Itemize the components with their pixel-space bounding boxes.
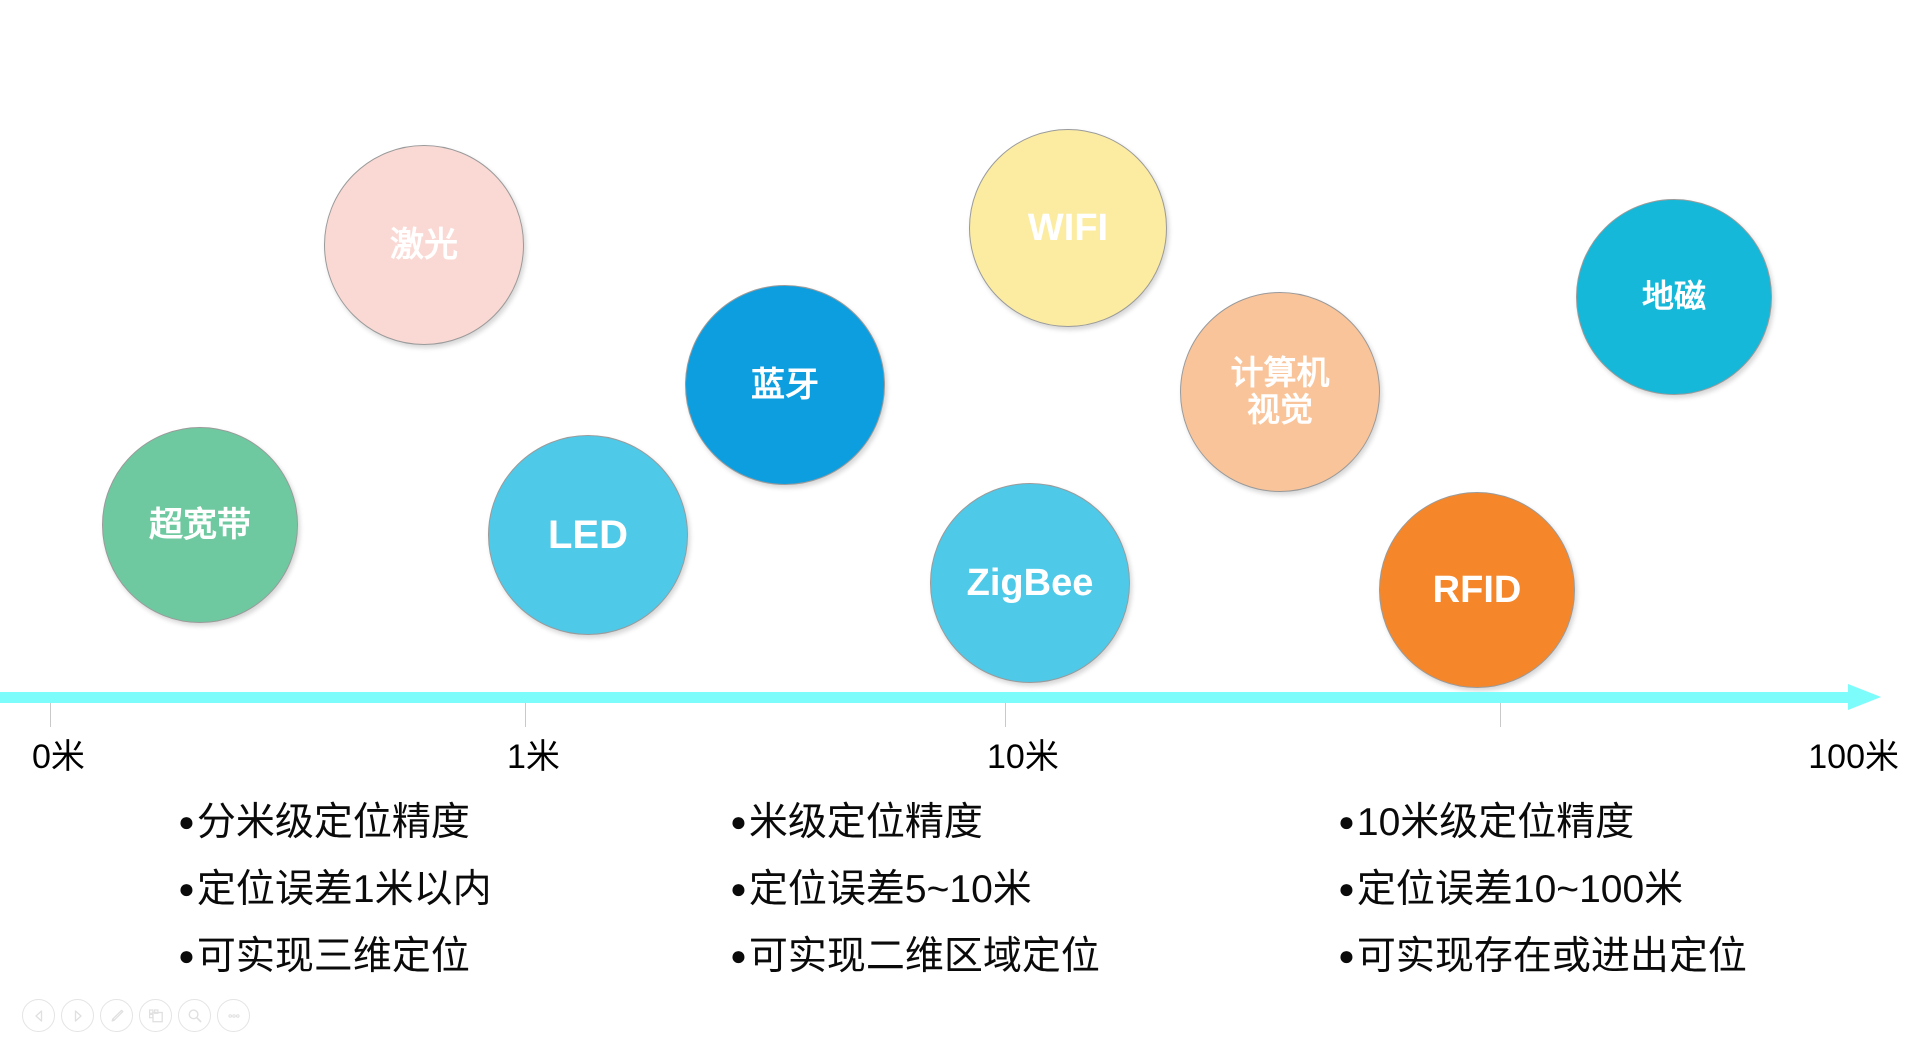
pen-icon: [108, 1007, 126, 1025]
bullet-column-col-tenmeter: ●10米级定位精度●定位误差10~100米●可实现存在或进出定位: [1338, 800, 1747, 1001]
bullet-item: ●定位误差5~10米: [730, 867, 1100, 913]
bullet-text: 定位误差10~100米: [1356, 868, 1684, 912]
bubble-cv[interactable]: 计算机 视觉: [1180, 292, 1380, 492]
axis-tick-label-1: 1米: [507, 738, 560, 776]
bullet-text: 可实现存在或进出定位: [1356, 935, 1747, 979]
toolbar-button-pen[interactable]: [100, 999, 133, 1032]
bullet-item: ●分米级定位精度: [178, 800, 492, 846]
bullet-dot-icon: ●: [730, 806, 747, 837]
bubble-geomag[interactable]: 地磁: [1576, 199, 1772, 395]
bullet-column-col-decimeter: ●分米级定位精度●定位误差1米以内●可实现三维定位: [178, 800, 492, 1001]
bullet-item: ●米级定位精度: [730, 800, 1100, 846]
bubble-rfid[interactable]: RFID: [1379, 492, 1575, 688]
bullet-item: ●10米级定位精度: [1338, 800, 1747, 846]
axis-tick-2: [1005, 703, 1006, 727]
triangle-right-icon: [70, 1008, 86, 1024]
bullet-dot-icon: ●: [178, 940, 195, 972]
triangle-left-icon: [31, 1008, 47, 1024]
bubble-label-cv: 计算机 视觉: [1230, 354, 1330, 428]
axis-tick-3: [1500, 703, 1501, 727]
bubble-label-wifi: WIFI: [1027, 206, 1109, 249]
bullet-dot-icon: ●: [1338, 940, 1355, 972]
bullet-item: ●可实现存在或进出定位: [1338, 934, 1747, 980]
axis-tick-1: [525, 703, 526, 727]
toolbar-button-zoom[interactable]: [178, 999, 211, 1032]
toolbar-button-more[interactable]: [217, 999, 250, 1032]
timeline-axis: [0, 684, 1913, 710]
bullet-text: 分米级定位精度: [196, 801, 470, 844]
bubble-bluetooth[interactable]: 蓝牙: [685, 285, 885, 485]
bubble-label-laser: 激光: [390, 225, 458, 264]
bubble-uwb[interactable]: 超宽带: [102, 427, 298, 623]
bubble-label-led: LED: [548, 512, 628, 557]
axis-tick-label-0: 0米: [32, 738, 85, 776]
axis-tick-0: [50, 703, 51, 727]
bullet-dot-icon: ●: [730, 873, 747, 905]
bubble-label-bluetooth: 蓝牙: [751, 365, 819, 404]
presentation-toolbar[interactable]: [22, 999, 250, 1032]
axis-line: [0, 692, 1855, 703]
bubble-wifi[interactable]: WIFI: [969, 129, 1167, 327]
bullet-item: ●定位误差1米以内: [178, 867, 492, 913]
bullet-item: ●可实现二维区域定位: [730, 934, 1100, 980]
bullet-item: ●定位误差10~100米: [1338, 867, 1747, 913]
bullet-dot-icon: ●: [730, 940, 747, 972]
bullet-dot-icon: ●: [1338, 806, 1355, 837]
bubble-label-uwb: 超宽带: [149, 505, 251, 544]
slides-grid-icon: [147, 1007, 165, 1025]
bubble-label-zigbee: ZigBee: [966, 561, 1094, 604]
bullet-column-col-meter: ●米级定位精度●定位误差5~10米●可实现二维区域定位: [730, 800, 1100, 1001]
bullet-text: 定位误差1米以内: [196, 868, 492, 912]
magnifier-icon: [186, 1007, 204, 1025]
axis-tick-label-3: 100米: [1808, 738, 1899, 776]
bullet-text: 定位误差5~10米: [748, 868, 1032, 912]
axis-tick-label-2: 10米: [987, 738, 1059, 776]
bullet-item: ●可实现三维定位: [178, 934, 492, 980]
bullet-text: 可实现二维区域定位: [748, 935, 1100, 979]
bullet-dot-icon: ●: [178, 806, 195, 837]
bullet-text: 米级定位精度: [748, 801, 983, 844]
axis-arrowhead-icon: [1848, 684, 1881, 710]
bullet-text: 10米级定位精度: [1356, 801, 1635, 844]
bullet-text: 可实现三维定位: [196, 935, 470, 979]
bullet-dot-icon: ●: [178, 873, 195, 905]
bubble-laser[interactable]: 激光: [324, 145, 524, 345]
bubble-label-rfid: RFID: [1432, 568, 1522, 611]
bubble-led[interactable]: LED: [488, 435, 688, 635]
bullet-dot-icon: ●: [1338, 873, 1355, 905]
toolbar-button-previous[interactable]: [22, 999, 55, 1032]
toolbar-button-slides[interactable]: [139, 999, 172, 1032]
toolbar-button-next[interactable]: [61, 999, 94, 1032]
more-dots-icon: [225, 1007, 243, 1025]
bubble-label-geomag: 地磁: [1641, 278, 1706, 315]
bubble-zigbee[interactable]: ZigBee: [930, 483, 1130, 683]
